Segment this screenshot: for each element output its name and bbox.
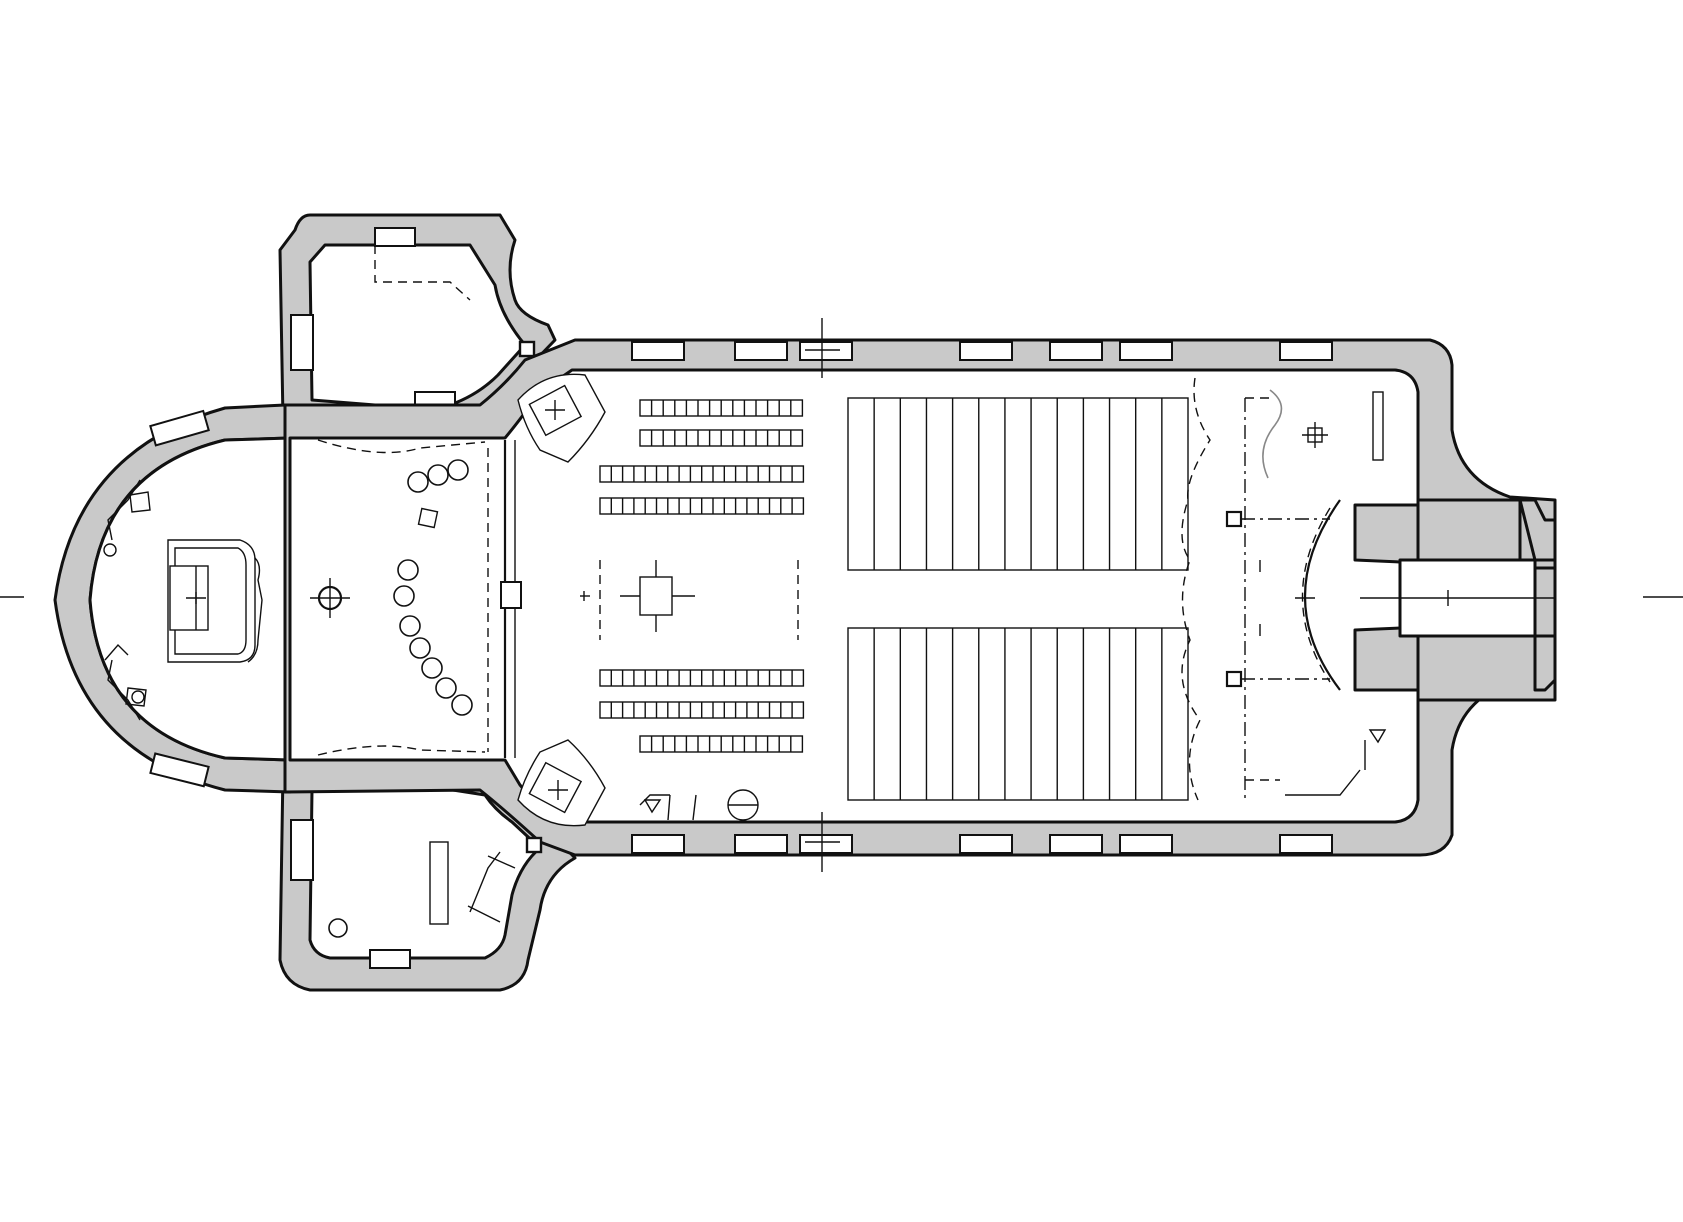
choir-seat [427, 464, 449, 486]
entrance-porch [1360, 498, 1557, 702]
window-niche-south [1119, 834, 1173, 854]
choir-bench [599, 497, 805, 515]
window-niche-north [799, 341, 853, 361]
north-chapel [278, 213, 557, 424]
window-niche-south [1049, 834, 1103, 854]
choir-seat [397, 559, 419, 581]
pulpit-south [517, 739, 606, 827]
center-marker [310, 578, 350, 618]
choir-seat [447, 459, 469, 481]
lectern-front [639, 789, 759, 821]
window-niche-south [631, 834, 685, 854]
window-niche-south [799, 834, 853, 854]
altar [167, 539, 263, 663]
pulpit-north [517, 373, 606, 463]
window-niche-north [1049, 341, 1103, 361]
window-niche-north [1279, 341, 1333, 361]
column-marker-north [518, 340, 536, 358]
choir-seat [399, 615, 421, 637]
choir-seat [409, 637, 431, 659]
window-niche-south [1279, 834, 1333, 854]
choir-bench [639, 399, 804, 417]
chancel [167, 439, 522, 758]
choir-seat [451, 694, 473, 716]
window-niches [631, 341, 1333, 854]
choir-bench [599, 465, 805, 483]
pew-block [847, 397, 1189, 571]
window-niche-north [734, 341, 788, 361]
column-marker-south [525, 836, 543, 854]
pew-block [847, 627, 1189, 801]
choir-bench [599, 701, 805, 719]
choir-bench [599, 669, 805, 687]
choir-seats [393, 459, 473, 716]
center-table [580, 560, 799, 640]
choir-seat [421, 657, 443, 679]
nave-pews [847, 397, 1189, 801]
choir-bench [639, 735, 804, 753]
window-niche-north [631, 341, 685, 361]
window-niche-south [734, 834, 788, 854]
choir-benches [599, 399, 805, 753]
choir-seat [435, 677, 457, 699]
window-niche-north [1119, 341, 1173, 361]
window-niche-north [959, 341, 1013, 361]
window-niche-south [959, 834, 1013, 854]
choir-seat [407, 471, 429, 493]
south-chapel [278, 758, 577, 992]
choir-seat [393, 585, 415, 607]
choir-bench [639, 429, 804, 447]
narthex [1181, 377, 1387, 801]
